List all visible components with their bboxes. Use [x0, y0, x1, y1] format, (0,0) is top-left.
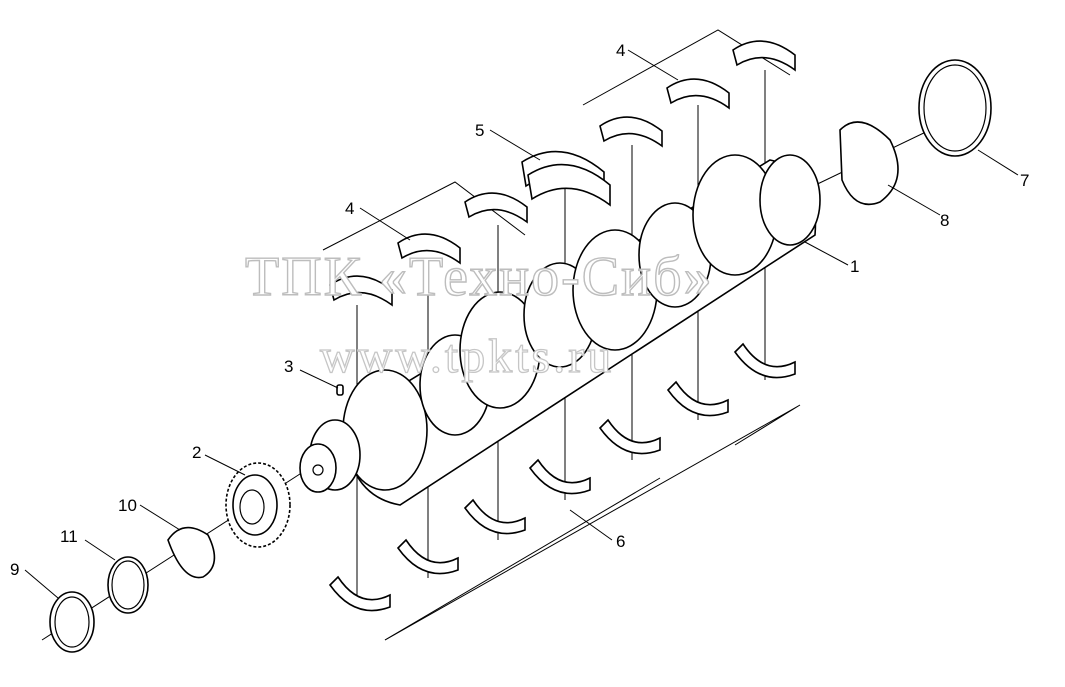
callout-1: 1 — [850, 257, 859, 276]
crankshaft — [299, 154, 821, 506]
watermark-line-2: www.tpkts.ru — [320, 330, 614, 383]
callout-4-left: 4 — [345, 199, 354, 218]
callout-9: 9 — [10, 560, 19, 579]
rear-sleeve-8 — [839, 121, 899, 206]
upper-bearing-shells-right — [599, 40, 796, 148]
callout-7: 7 — [1020, 171, 1029, 190]
dowel-pin — [336, 384, 344, 396]
watermark-line-1: ТПК «Техно-Сиб» — [245, 246, 714, 308]
thrust-bearing — [521, 150, 611, 207]
callout-10: 10 — [118, 496, 137, 515]
crankshaft-gear — [225, 462, 291, 548]
callout-3: 3 — [284, 357, 293, 376]
callout-5: 5 — [475, 121, 484, 140]
front-seal-9 — [49, 591, 95, 653]
callout-8: 8 — [940, 211, 949, 230]
callout-2: 2 — [192, 443, 201, 462]
leader-lines — [24, 49, 1019, 599]
callout-4-right: 4 — [616, 41, 625, 60]
upper-bearing-shells-left — [329, 192, 528, 307]
front-ring-11 — [107, 556, 149, 614]
rear-seal-7 — [918, 59, 992, 157]
lower-bearing-shells — [328, 342, 796, 612]
callout-11: 11 — [60, 527, 78, 546]
bracket-frames — [322, 29, 801, 641]
front-sleeve-10 — [167, 526, 216, 579]
callout-6: 6 — [616, 532, 625, 551]
